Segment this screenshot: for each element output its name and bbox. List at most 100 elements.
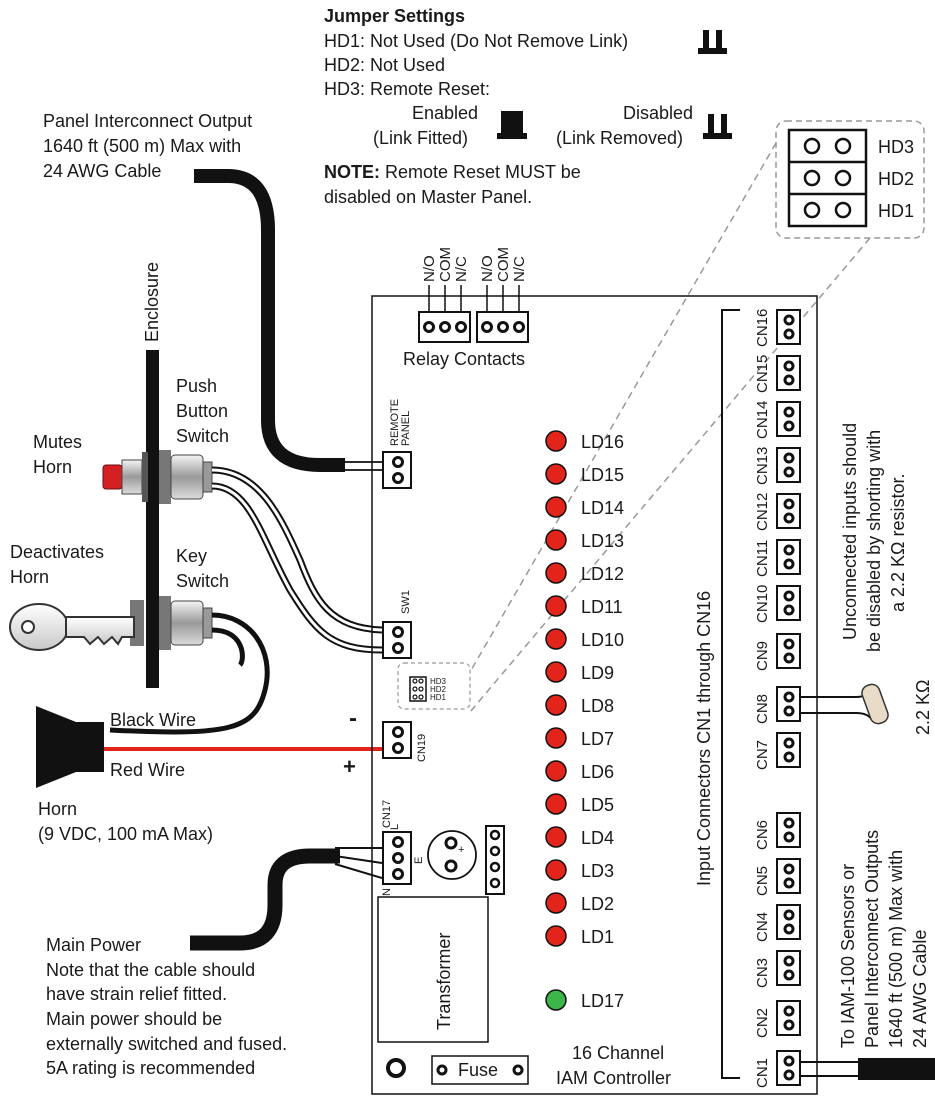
main-power-note-4: externally switched and fused.: [46, 1034, 287, 1054]
resistor-label: 2.2 KΩ: [913, 680, 933, 736]
led-light-icon: [545, 463, 567, 485]
relay-label-5: COM: [495, 247, 512, 282]
led-ld17: LD17: [545, 989, 624, 1011]
led-ld12: LD12: [545, 562, 624, 584]
led-light-icon: [545, 989, 567, 1011]
connector-cn15: CN15: [754, 355, 801, 393]
led-ld2: LD2: [545, 892, 614, 914]
link-removed-icon: [703, 114, 732, 139]
sw1-connector: SW1: [382, 590, 412, 659]
connector-label: CN1: [754, 1058, 771, 1088]
panel-label: PANEL: [400, 411, 412, 446]
connector-label: CN14: [754, 401, 771, 439]
led-light-icon: [545, 562, 567, 584]
enabled-label: Enabled: [412, 103, 478, 123]
resistor: 2.2 KΩ: [800, 680, 933, 736]
note-text: Remote Reset MUST be: [380, 162, 581, 182]
relay-label-6: N/C: [511, 256, 528, 282]
connector-label: CN7: [754, 740, 771, 770]
note-line-2: disabled on Master Panel.: [324, 187, 532, 207]
disabled-label: Disabled: [623, 103, 693, 123]
main-power-note-3: Main power should be: [46, 1009, 222, 1029]
key-switch: Deactivates Horn Key Switch: [9, 542, 229, 651]
cn19-label: CN19: [416, 734, 428, 762]
horn: Black Wire Red Wire - + Horn (9 VDC, 100…: [36, 705, 382, 844]
black-wire-label: Black Wire: [110, 710, 196, 730]
board-title-2: IAM Controller: [556, 1068, 671, 1088]
sensors-note-2: Panel Interconnect Outputs: [862, 830, 882, 1048]
mutes-label-2: Horn: [33, 457, 72, 477]
key-label-1: Key: [176, 546, 207, 566]
hd1-small-label: HD1: [430, 693, 447, 702]
connector-cn7: CN7: [754, 732, 801, 770]
relay-contacts: N/O COM N/C N/O COM N/C Relay Contacts: [403, 247, 529, 369]
enclosure-label: Enclosure: [142, 262, 162, 342]
mounting-hole-icon: [386, 1058, 406, 1078]
sw1-label: SW1: [400, 590, 412, 614]
key-label-2: Switch: [176, 571, 229, 591]
led-light-icon: [545, 661, 567, 683]
led-light-icon: [545, 529, 567, 551]
link-removed-label: (Link Removed): [556, 128, 683, 148]
inputs-label: Input Connectors CN1 through CN16: [694, 591, 714, 886]
led-ld14: LD14: [545, 496, 624, 518]
hd-jumper-small: HD3 HD2 HD1: [397, 662, 471, 710]
led-label: LD7: [581, 729, 614, 749]
connector-label: CN15: [754, 355, 771, 393]
cn17-connector: CN17 L E N: [381, 800, 425, 896]
zoom-hd3-label: HD3: [878, 137, 914, 157]
led-ld16: LD16: [545, 430, 624, 452]
unconnected-note-3: a 2.2 KΩ resistor.: [888, 473, 908, 612]
push-label-1: Push: [176, 376, 217, 396]
led-ld6: LD6: [545, 760, 614, 782]
enclosure: Enclosure: [142, 262, 162, 688]
led-label: LD1: [581, 927, 614, 947]
jumper-settings: Jumper Settings HD1: Not Used (Do Not Re…: [324, 6, 732, 207]
led-ld9: LD9: [545, 661, 614, 683]
hd1-setting: HD1: Not Used (Do Not Remove Link): [324, 31, 628, 51]
connector-cn12: CN12: [754, 493, 801, 531]
connector-label: CN13: [754, 447, 771, 485]
remote-label: REMOTE: [389, 399, 401, 446]
led-light-icon: [545, 892, 567, 914]
note-line-1: NOTE: Remote Reset MUST be: [324, 162, 581, 182]
led-label: LD9: [581, 663, 614, 683]
connector-cn4: CN4: [754, 904, 801, 942]
red-wire-label: Red Wire: [110, 760, 185, 780]
led-label: LD2: [581, 894, 614, 914]
capacitor-plus: +: [458, 844, 464, 856]
deactivates-label-1: Deactivates: [10, 542, 104, 562]
led-label: LD5: [581, 795, 614, 815]
led-label: LD16: [581, 432, 624, 452]
connector-label: CN5: [754, 866, 771, 896]
cn19-connector: CN19: [382, 721, 428, 762]
input-bracket: [721, 309, 740, 1079]
jumper-title: Jumper Settings: [324, 6, 465, 26]
led-light-icon: [545, 760, 567, 782]
horn-label: Horn: [38, 799, 77, 819]
link-fitted-icon: [497, 111, 527, 139]
connector-label: CN8: [754, 694, 771, 724]
led-light-icon: [545, 826, 567, 848]
controller-board: N/O COM N/C N/O COM N/C Relay Contacts R…: [371, 247, 818, 1095]
push-label-3: Switch: [176, 426, 229, 446]
sensors-note-4: 24 AWG Cable: [910, 930, 930, 1048]
panel-output-line-3: 24 AWG Cable: [43, 161, 161, 181]
note-bold: NOTE:: [324, 162, 380, 182]
led-ld5: LD5: [545, 793, 614, 815]
connector-label: CN4: [754, 912, 771, 942]
led-indicators: LD16LD15LD14LD13LD12LD11LD10LD9LD8LD7LD6…: [545, 430, 624, 1011]
connector-cn14: CN14: [754, 401, 801, 439]
n-label: N: [381, 888, 393, 896]
e-label: E: [413, 857, 425, 864]
push-button-switch: Push Button Switch Mutes Horn: [33, 376, 229, 504]
relay-title: Relay Contacts: [403, 349, 525, 369]
key-icon: [9, 603, 135, 651]
led-light-icon: [545, 430, 567, 452]
main-power-title: Main Power: [46, 935, 141, 955]
connector-label: CN3: [754, 958, 771, 988]
hd2-setting: HD2: Not Used: [324, 55, 445, 75]
unconnected-note-1: Unconnected inputs should: [840, 423, 860, 640]
horn-spec: (9 VDC, 100 mA Max): [38, 824, 213, 844]
